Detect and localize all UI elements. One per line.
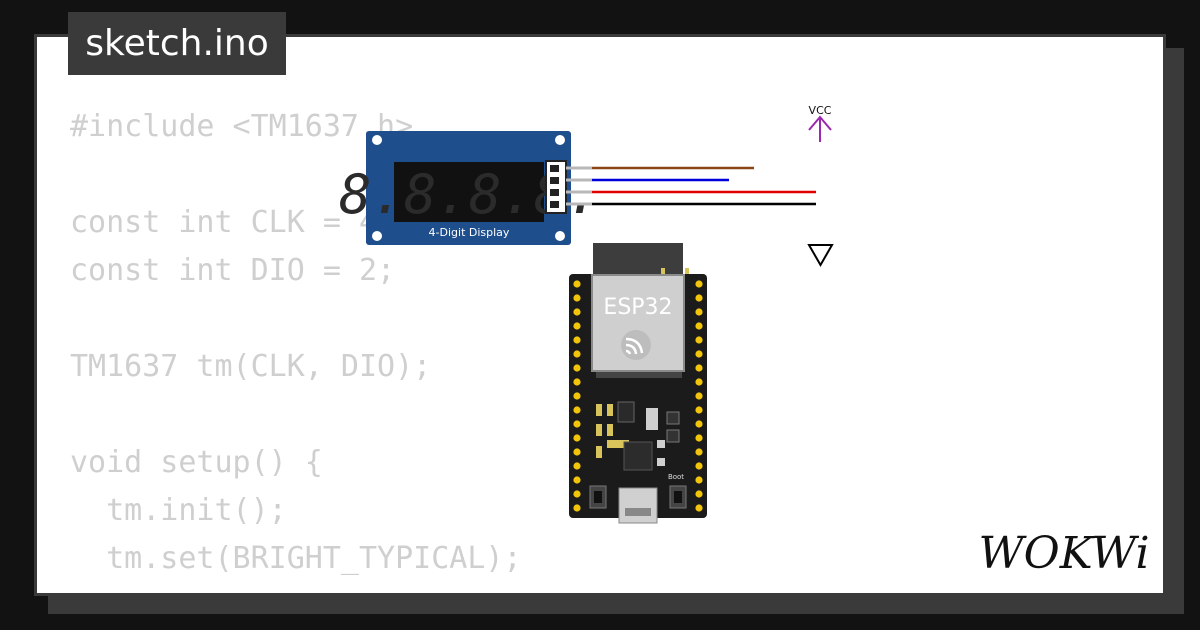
code-line: const int DIO = 2; — [70, 253, 396, 288]
wokwi-logo: WOKWi — [978, 528, 1149, 578]
en-button[interactable] — [589, 485, 607, 509]
header-pin-vcc[interactable] — [550, 189, 559, 196]
mounting-hole — [372, 135, 382, 145]
code-line: void setup() { — [70, 445, 323, 480]
header-pin-gnd[interactable] — [550, 201, 559, 208]
ground-symbol-icon[interactable] — [807, 244, 834, 268]
vcc-symbol[interactable]: VCC — [808, 104, 832, 142]
left-pin-column — [573, 280, 581, 512]
esp32-board[interactable]: ESP32 — [569, 243, 707, 524]
espressif-logo-icon — [621, 330, 651, 360]
wokwi-logo-text: WOKWi — [978, 528, 1149, 578]
code-line: tm.init(); — [70, 493, 287, 528]
usb-port-icon — [618, 487, 658, 524]
boot-label: Boot — [668, 473, 684, 481]
mounting-hole — [372, 231, 382, 241]
header-pin-dio[interactable] — [550, 177, 559, 184]
antenna-area — [593, 243, 683, 277]
mounting-hole — [555, 135, 565, 145]
code-line: TM1637 tm(CLK, DIO); — [70, 349, 432, 384]
file-tab[interactable]: sketch.ino — [68, 12, 286, 75]
board-components — [596, 268, 689, 471]
display-lcd — [394, 162, 544, 222]
code-line: tm.set(BRIGHT_TYPICAL); — [70, 541, 522, 576]
boot-button[interactable] — [669, 485, 687, 509]
code-snippet: #include <TM1637.h> const int CLK = 4; c… — [70, 103, 522, 593]
code-line: } — [70, 589, 88, 593]
esp32-chip-label: ESP32 — [603, 295, 672, 320]
display-label: 4-Digit Display — [429, 226, 510, 239]
right-pin-column — [695, 280, 703, 512]
vcc-label: VCC — [809, 104, 832, 117]
wires — [592, 166, 816, 206]
header-pin-clk[interactable] — [550, 165, 559, 172]
pin-header — [545, 160, 567, 214]
tm1637-display-module[interactable]: 8.8.8.8. 4-Digit Display — [339, 131, 599, 245]
module-edge — [596, 372, 682, 378]
mounting-hole — [555, 231, 565, 241]
